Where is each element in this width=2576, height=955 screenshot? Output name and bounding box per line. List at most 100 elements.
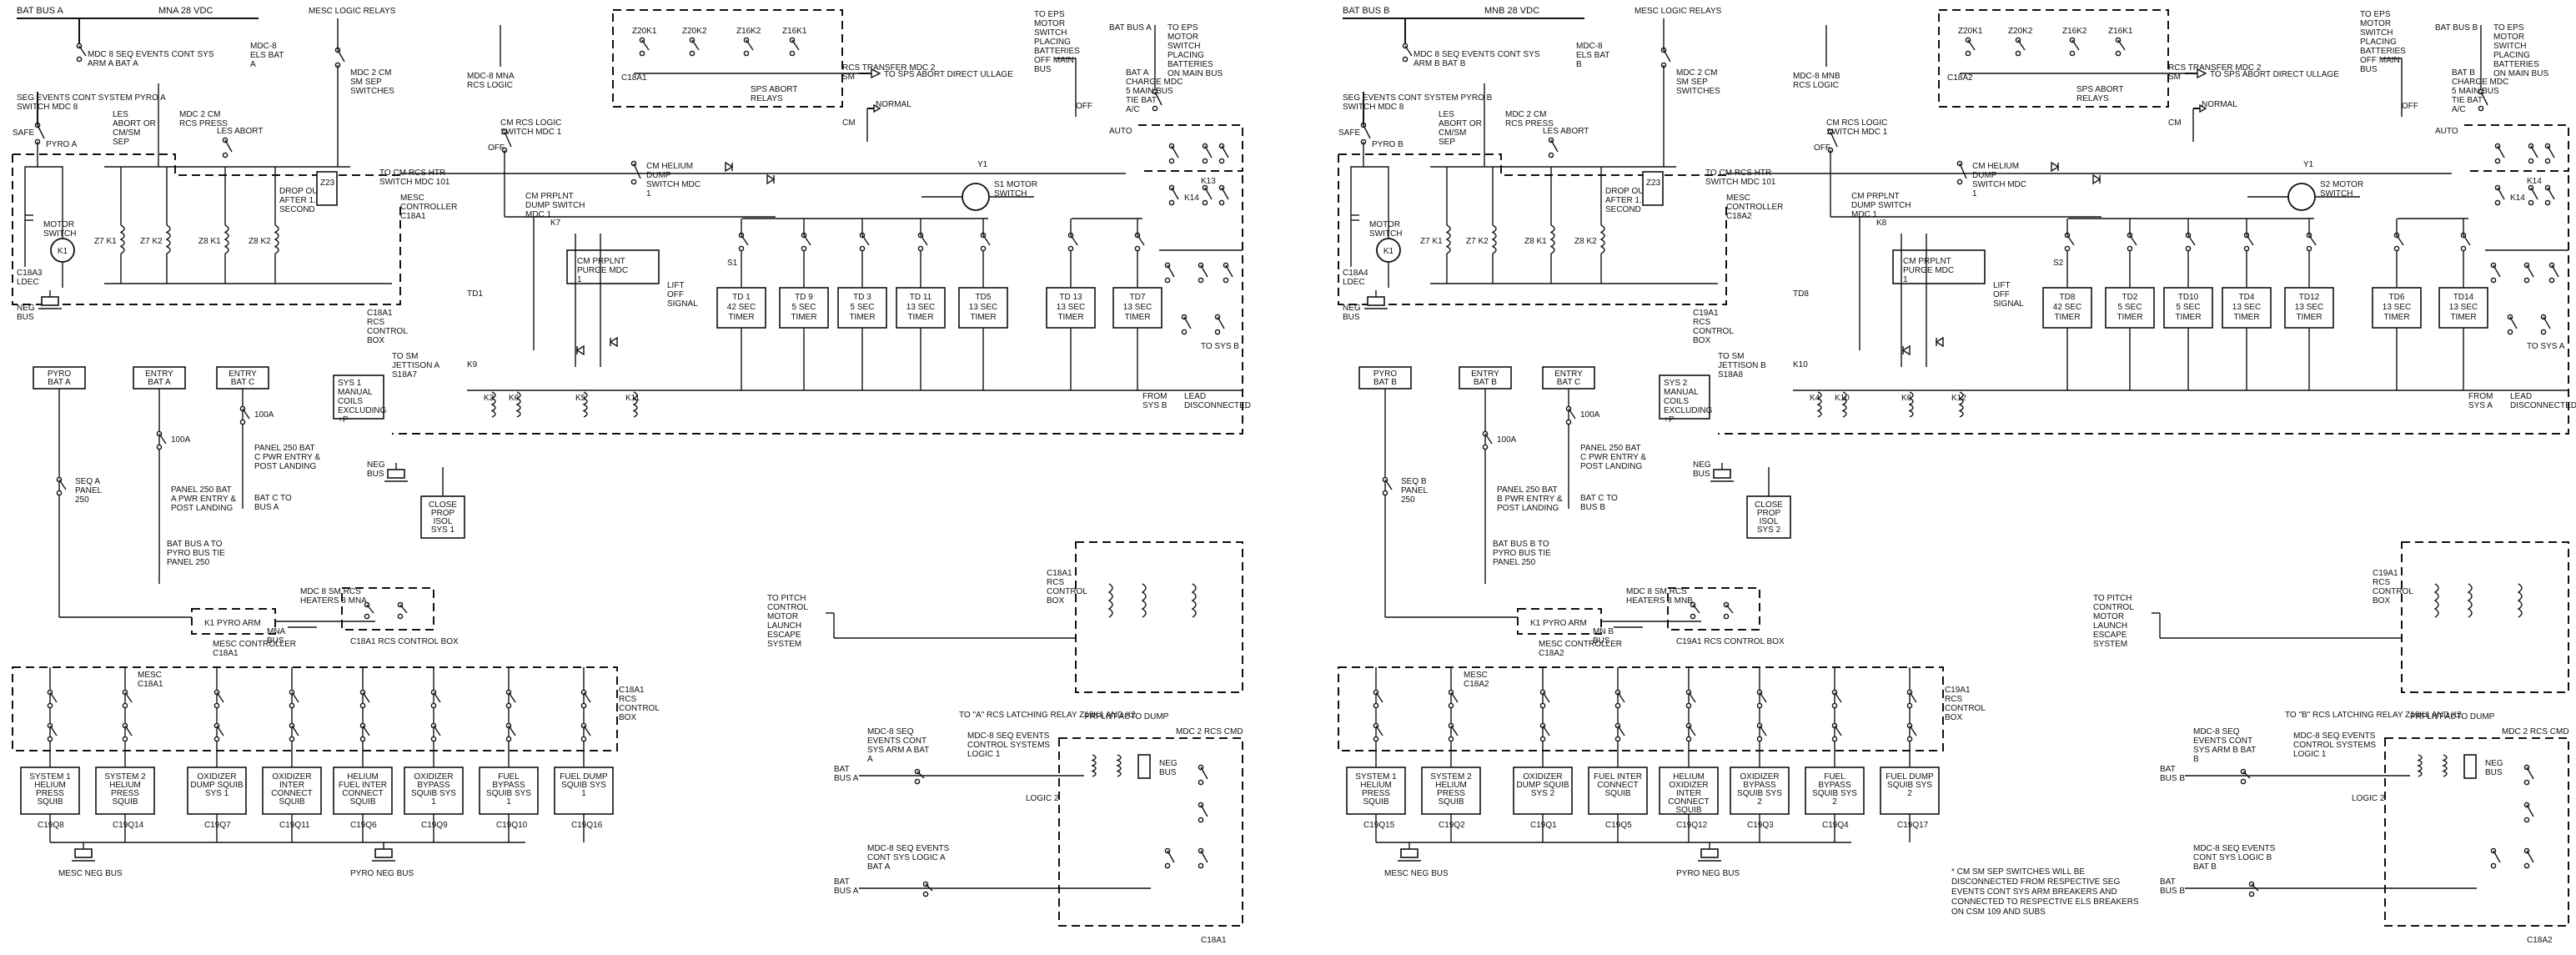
switch-blade [1692,604,1700,614]
switch-blade [641,39,650,51]
contact-terminal [289,702,295,709]
switch-blade [2547,187,2555,200]
prplnt-auto-dump-label: PRPLNT AUTO DUMP [2410,712,2495,721]
contact-terminal [1382,490,1388,496]
amp-100a-label-2: 100A [1580,410,1600,420]
auto-label: AUTO [2435,127,2458,136]
squib-box [554,767,614,815]
contact-terminal [1164,277,1171,284]
squib-box [20,767,80,815]
switch-blade [1484,433,1493,445]
contact-terminal [2064,245,2071,252]
entry-bat-2-box [1542,366,1595,390]
switch-blade [1542,691,1550,703]
pyro-arm-label: K1 PYRO ARM [1530,619,1587,628]
contact-terminal [1614,702,1621,709]
switch-blade [58,479,67,490]
contact-terminal [689,50,695,57]
squib-ref-label: C19Q1 [1530,821,1557,830]
timer-name: TD 9 [795,293,813,302]
switch-blade [1617,691,1625,703]
timer-name: TD2 [2122,293,2138,302]
switch-blade [508,691,516,703]
switch-blade [1725,604,1734,614]
relay-contact-label: K6 [509,394,520,403]
contact-terminal [2548,277,2555,284]
relay-contact-label: K5 [575,394,586,403]
to-sps-abort-label: TO SPS ABORT DIRECT ULLAGE [884,70,1013,79]
pyro-label: PYRO B [1372,140,1403,149]
z23-timer-box [316,171,338,206]
switch-blade [362,725,370,736]
timer-box [716,287,766,329]
entry-bat-2-box [216,366,269,390]
contact-terminal [1756,736,1763,742]
switch-blade [2251,883,2259,892]
switch-blade [2526,264,2534,278]
mna-28vdc-label: MNA 28 VDC [158,6,213,16]
timer-duration: 5 SEC [2177,303,2201,312]
c18a1-bottom-label: C18A2 [2527,936,2553,945]
mesc-panel-label: C18A1 [621,73,647,83]
timer-duration: 13 SEC [2232,303,2261,312]
contact-terminal [1831,736,1838,742]
mesc-panel-label: C18A2 [1947,73,1973,83]
ground-connector [41,296,59,306]
wire [24,142,38,267]
relay-coil [1908,391,1914,418]
c18a1-bottom-label: C18A1 [1201,936,1227,945]
contact-terminal [639,50,645,57]
contact-terminal [1685,702,1692,709]
contact-terminal [2523,817,2530,823]
switch-blade [216,725,224,736]
relay-coil-label: Z8 K1 [1524,237,1547,246]
relay-coil [1841,391,1847,418]
timer-box [2284,287,2334,329]
switch-blade [746,39,754,51]
switch-blade [982,234,991,246]
cm-prplnt-purge-box [566,249,660,284]
switch-blade [158,433,167,445]
relay-coil [1599,224,1605,254]
switch-blade [1909,691,1917,703]
mesc-controller-outline [1338,154,1727,305]
timer-duration: 5 SEC [2118,303,2142,312]
y1-label: Y1 [977,160,988,169]
contact-terminal [580,702,587,709]
contact-terminal [1690,613,1696,620]
contact-terminal [2015,50,2021,57]
wire [38,166,63,209]
switch-blade [1663,49,1671,63]
switch-blade [2066,234,2075,246]
relay-coil [165,224,171,254]
contact-terminal [2248,891,2255,897]
off-label: OFF [1814,143,1830,153]
switch-blade [2480,91,2488,106]
s1-label: S2 [2053,259,2064,268]
squib-ref-label: C19Q2 [1439,821,1465,830]
contact-terminal [980,245,987,252]
wire [1350,142,1364,267]
auto-label: AUTO [1109,127,1132,136]
timer-duration: 13 SEC [2383,303,2411,312]
contact-terminal [2494,199,2501,206]
timer-duration: 42 SEC [727,303,756,312]
